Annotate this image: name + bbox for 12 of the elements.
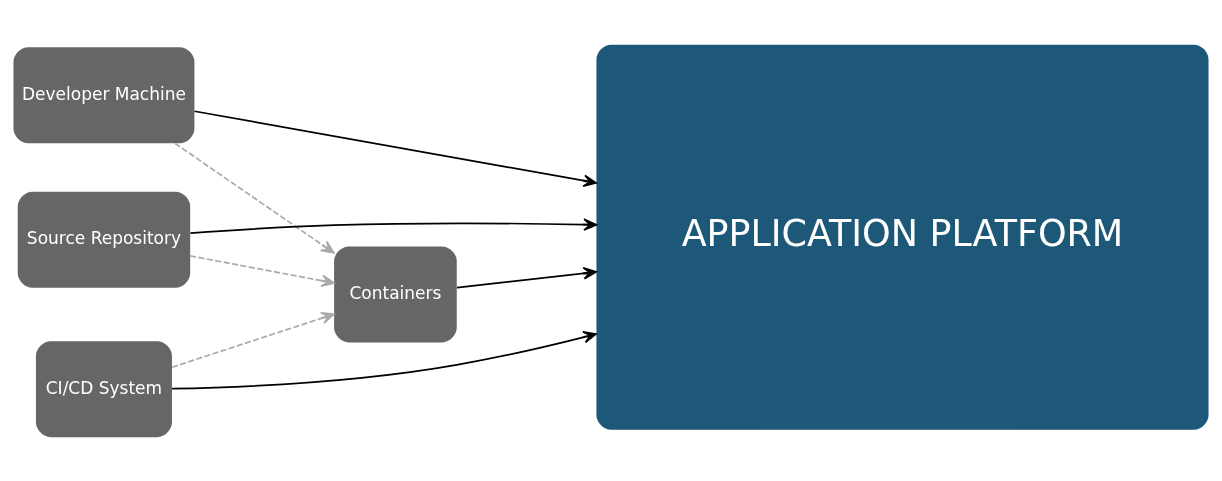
arrow [171,330,597,390]
node-box: Source Repository [17,191,191,288]
arrow [193,109,597,187]
node-box: Developer Machine [13,46,195,143]
arrow [456,266,597,288]
arrow [171,311,335,368]
node-box: APPLICATION PLATFORM [596,44,1209,430]
arrow [189,254,335,287]
arrow [174,142,335,254]
node-box: Containers [334,245,457,342]
node-box: CI/CD System [35,340,172,437]
arrow [189,217,598,234]
